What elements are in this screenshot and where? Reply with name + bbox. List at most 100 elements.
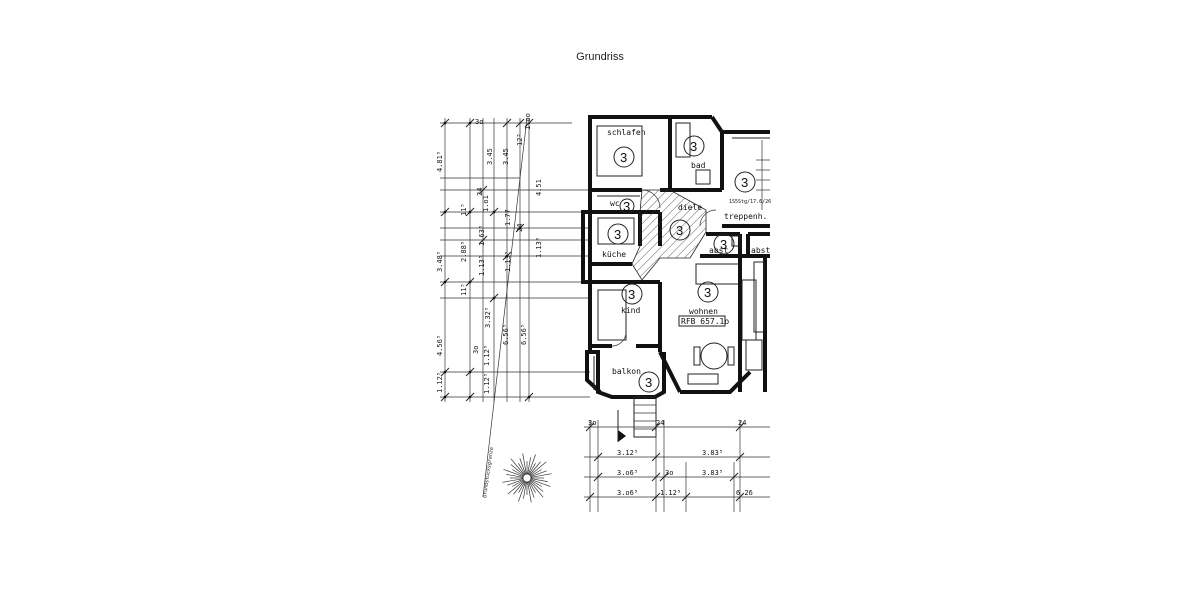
dim-288: 2.88⁵ [460, 241, 468, 262]
dim-656b: 6.56⁵ [520, 324, 528, 345]
room-treppenh: treppenh. [724, 212, 767, 221]
svg-text:3: 3 [614, 227, 621, 242]
tree-ray [518, 481, 526, 493]
rfb-label: RFB 657.1o [681, 317, 729, 326]
marker-wc: 3 [619, 198, 635, 214]
tree-ray [510, 464, 525, 476]
marker-kueche: 3 [607, 223, 629, 245]
tree-ray [522, 453, 527, 475]
svg-text:3: 3 [690, 139, 697, 154]
marker-wohnen: 3 [697, 281, 719, 303]
tree-ray [506, 474, 524, 478]
tree-ray [518, 481, 526, 502]
room-bad: bad [691, 161, 706, 170]
marker-balkon: 3 [638, 371, 660, 393]
room-wc: wc [610, 199, 620, 208]
dim-115: 11⁵ [460, 203, 468, 216]
tree-ray [503, 469, 524, 477]
dim-345a: 3.45 [486, 148, 494, 165]
dim-332: 3.32⁵ [484, 307, 492, 328]
room-diele: diele [678, 203, 702, 212]
svg-text:3: 3 [623, 199, 630, 214]
room-balkon: balkon [612, 367, 641, 376]
walls [581, 115, 770, 438]
dim-bottom-3o-b: 3o [665, 469, 673, 477]
dim-bottom-312: 3.12⁵ [617, 449, 638, 457]
dim-3o-b: 3o [472, 346, 480, 354]
svg-text:3: 3 [645, 375, 652, 390]
room-labels: schlafen bad wc diele treppenh. küche ab… [602, 128, 771, 376]
svg-text:3: 3 [704, 285, 711, 300]
dim-113c: 1.13⁵ [535, 237, 543, 258]
tree-ray [502, 478, 524, 483]
tree-ray [512, 469, 524, 477]
room-schlafen: schlafen [607, 128, 646, 137]
tree-ray [513, 480, 525, 495]
room-markers: 3 3 3 3 3 3 3 3 3 3 [607, 135, 756, 393]
dim-177: 1.77 [504, 209, 512, 226]
left-dimension-lines [440, 117, 590, 498]
tree-ray [529, 461, 547, 476]
marker-bad: 3 [683, 135, 705, 157]
marker-stair: 3 [734, 171, 756, 193]
tree-ray [530, 473, 552, 478]
dim-456: 4.56⁵ [436, 335, 444, 356]
tree-symbol [502, 453, 552, 503]
dim-113b: 1.13⁵ [504, 251, 512, 272]
dim-101: 1.o1 [482, 195, 490, 212]
svg-text:3: 3 [741, 175, 748, 190]
tree-ray [530, 478, 548, 482]
bottom-dimension-labels: 3o 24 24 3.12⁵ 3.83⁵ 3.o6⁵ 3o 3.83⁵ 3.o6… [588, 419, 753, 497]
room-kueche: küche [602, 250, 626, 259]
tree-ray [530, 479, 542, 487]
tree-ray [512, 479, 524, 487]
tree-ray [510, 458, 525, 476]
tree-ray [519, 458, 526, 475]
tree-ray [530, 479, 551, 487]
dim-24b: 24 [516, 224, 524, 232]
dim-481: 4.81⁵ [436, 151, 444, 172]
marker-abst: 3 [713, 233, 735, 255]
room-kind: kind [621, 306, 640, 315]
dim-112c: 1.12⁵ [483, 373, 491, 394]
site-boundary-label: Grundstücksgrenze [482, 447, 495, 499]
tree-ray [528, 463, 536, 475]
svg-text:3: 3 [720, 237, 727, 252]
svg-text:3: 3 [628, 287, 635, 302]
tree-ray [528, 454, 536, 475]
dim-bottom-24a: 24 [656, 419, 664, 427]
dim-112b: 1.12⁵ [436, 372, 444, 393]
room-abst-1: abst [709, 246, 728, 255]
tree-ray [527, 481, 532, 503]
dim-163: 1.63⁵ [478, 225, 486, 246]
stair-note: 1S5Stg/17.6/26 [729, 199, 771, 205]
dim-bottom-383a: 3.83⁵ [702, 449, 723, 457]
marker-kind: 3 [621, 283, 643, 305]
dim-656a: 6.56⁵ [502, 324, 510, 345]
dim-bottom-383b: 3.83⁵ [702, 469, 723, 477]
dim-bottom-3o-a: 3o [588, 419, 596, 427]
tree-ray [529, 461, 541, 476]
marker-schlafen: 3 [613, 146, 635, 168]
room-abst-2: abst [751, 246, 770, 255]
dim-125: 12⁵ [516, 133, 524, 146]
room-wohnen: wohnen [689, 307, 718, 316]
tree-ray [527, 457, 531, 475]
dim-115b: 11⁵ [460, 283, 468, 296]
dim-24a: 24 [476, 188, 484, 196]
tree-ray [529, 480, 544, 498]
dim-bottom-24b: 24 [738, 419, 746, 427]
rfb-box [678, 315, 726, 327]
dim-3o: 3o [475, 118, 483, 126]
dim-100: 1.oo [524, 113, 532, 130]
tree-ray [528, 481, 536, 493]
dim-345b: 3.45 [502, 148, 510, 165]
marker-diele: 3 [669, 219, 691, 241]
tree-ray [507, 480, 525, 495]
page-title: Grundriss [576, 51, 624, 63]
dim-bottom-626: 6.26 [736, 489, 753, 497]
bottom-dimension-lines [584, 410, 770, 512]
tree-ray [523, 481, 527, 499]
tree-ray [507, 479, 524, 486]
